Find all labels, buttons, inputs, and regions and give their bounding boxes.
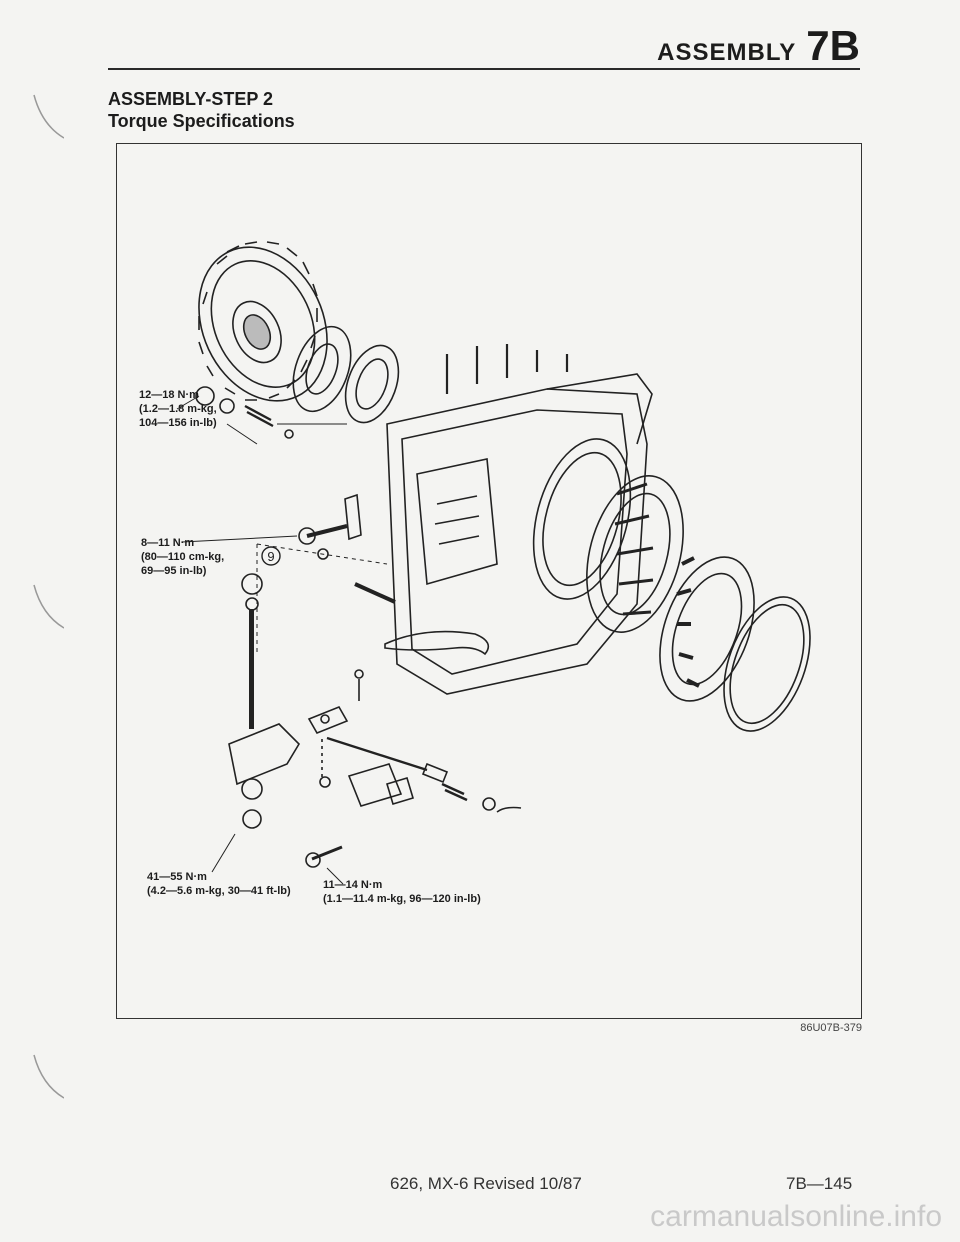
torque-1-line-3: 104—156 in-lb) bbox=[139, 417, 217, 429]
watermark: carmanualsonline.info bbox=[650, 1200, 942, 1233]
torque-2-line-2: (80—110 cm-kg, bbox=[141, 551, 225, 563]
clutch-drum-drawing bbox=[198, 241, 328, 402]
title-line-2: Torque Specifications bbox=[108, 111, 295, 131]
binding-hole-mark bbox=[33, 1054, 64, 1099]
torque-label-4: 11—14 N·m (1.1—11.4 m-kg, 96—120 in-lb) bbox=[323, 878, 481, 906]
torque-4-line-1: 11—14 N·m bbox=[323, 879, 383, 891]
torque-3-line-2: (4.2—5.6 m-kg, 30—41 ft-lb) bbox=[147, 885, 291, 897]
torque-label-1: 12—18 N·m (1.2—1.8 m-kg, 104—156 in-lb) bbox=[139, 388, 217, 430]
page-number: 7B—145 bbox=[786, 1174, 853, 1193]
transaxle-case-drawing bbox=[386, 344, 653, 695]
binding-hole-mark bbox=[33, 584, 64, 629]
torque-2-line-3: 69—95 in-lb) bbox=[141, 565, 207, 577]
header-rule bbox=[108, 68, 860, 70]
page-header: ASSEMBLY 7B bbox=[657, 22, 860, 70]
header-section-word: ASSEMBLY bbox=[657, 39, 797, 66]
torque-2-line-1: 8—11 N·m bbox=[141, 537, 195, 549]
torque-4-line-2: (1.1—11.4 m-kg, 96—120 in-lb) bbox=[323, 893, 481, 905]
torque-1-line-1: 12—18 N·m bbox=[139, 389, 199, 401]
callout-circle bbox=[261, 546, 281, 566]
section-title: ASSEMBLY-STEP 2 Torque Specifications bbox=[108, 88, 295, 132]
header-section-code: 7B bbox=[806, 22, 860, 69]
figure-code: 86U07B-379 bbox=[800, 1022, 862, 1034]
title-line-1: ASSEMBLY-STEP 2 bbox=[108, 89, 274, 109]
torque-label-2: 8—11 N·m (80—110 cm-kg, 69—95 in-lb) bbox=[141, 536, 224, 578]
torque-1-line-2: (1.2—1.8 m-kg, bbox=[139, 403, 217, 415]
torque-3-line-1: 41—55 N·m bbox=[147, 871, 207, 883]
torque-label-3: 41—55 N·m (4.2—5.6 m-kg, 30—41 ft-lb) bbox=[147, 870, 291, 898]
exploded-diagram: 9 bbox=[176, 241, 811, 885]
figure-frame: 9 12—18 N·m (1.2—1.8 m-kg, 104—156 in-lb… bbox=[116, 143, 862, 1019]
footer-text: 626, MX-6 Revised 10/87 bbox=[390, 1174, 582, 1193]
binding-hole-mark bbox=[33, 94, 64, 139]
callout-number: 9 bbox=[267, 549, 274, 564]
